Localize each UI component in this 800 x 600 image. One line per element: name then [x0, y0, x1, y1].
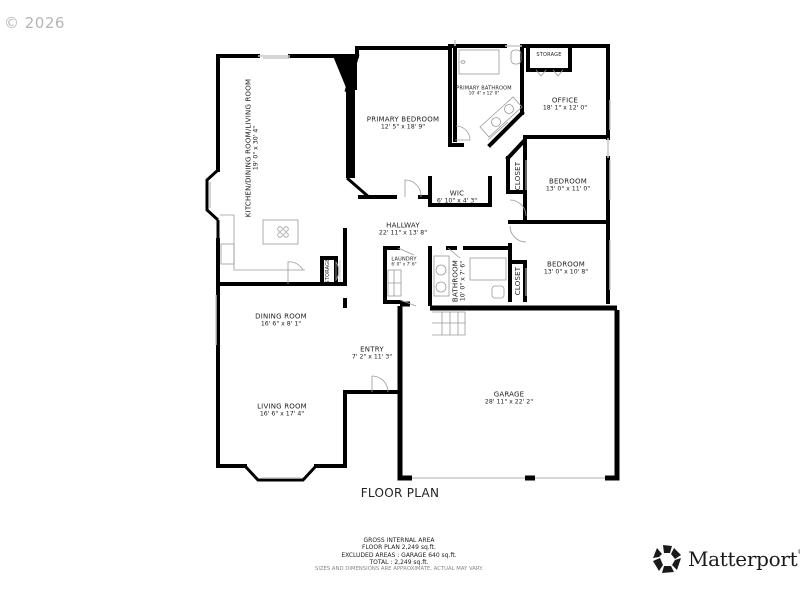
room-label-dining-room: DINING ROOM 16' 6" x 8' 1" — [255, 312, 307, 328]
room-label-garage: GARAGE 28' 11" x 22' 2" — [484, 390, 534, 406]
room-label-laundry: LAUNDRY 6' 0" x 7' 6" — [391, 256, 417, 268]
copyright-notice: © 2026 — [4, 14, 65, 32]
room-label-bathroom: BATHROOM 10' 0" x 7' 6" — [451, 259, 467, 303]
kitchen-fixtures — [220, 214, 305, 284]
room-label-office: OFFICE 18' 1" x 12' 0" — [542, 96, 588, 112]
room-label-primary-bathroom: PRIMARY BATHROOM 10' 4" x 12' 0" — [456, 85, 512, 97]
area-excluded: EXCLUDED AREAS : GARAGE 640 sq.ft. — [341, 551, 457, 559]
area-total: TOTAL : 2,249 sq.ft. — [369, 558, 429, 566]
bay-window-living — [243, 464, 318, 482]
area-floor-plan: FLOOR PLAN 2,249 sq.ft. — [362, 544, 436, 552]
room-label-bedroom-1: BEDROOM 13' 0" x 11' 0" — [545, 177, 591, 193]
doors — [335, 121, 527, 393]
matterport-mark-icon — [653, 545, 681, 573]
room-label-bedroom-2: BEDROOM 13' 0" x 10' 8" — [543, 260, 589, 276]
room-label-primary-bedroom: PRIMARY BEDROOM 12' 5" x 18' 9" — [366, 115, 440, 131]
room-label-closet-2: CLOSET — [513, 266, 522, 296]
plan-title: FLOOR PLAN — [360, 486, 440, 500]
bath-fixtures — [387, 49, 564, 336]
area-summary: GROSS INTERNAL AREA FLOOR PLAN 2,249 sq.… — [315, 537, 483, 573]
room-label-entry: ENTRY 7' 2" x 11' 3" — [351, 345, 393, 361]
matterport-wordmark: Matterport® — [688, 547, 800, 571]
room-label-storage: STORAGE — [536, 52, 562, 59]
room-label-wic: WIC 6' 10" x 4' 3" — [436, 189, 478, 205]
room-label-living-room: LIVING ROOM 16' 6" x 17' 4" — [257, 402, 307, 418]
room-label-storage-small: STORAGE — [325, 258, 332, 284]
wall-corner-fill — [333, 56, 357, 90]
room-label-kitchen-dining-living: KITCHEN/DINING ROOM/LIVING ROOM 19' 0" x… — [244, 78, 260, 218]
area-disclaimer: SIZES AND DIMENSIONS ARE APPROXIMATE, AC… — [314, 566, 484, 573]
room-label-hallway: HALLWAY 22' 11" x 13' 8" — [378, 221, 428, 237]
matterport-logo: Matterport® — [652, 544, 800, 574]
wall-column — [346, 88, 355, 178]
area-heading: GROSS INTERNAL AREA — [363, 537, 435, 544]
room-label-closet-1: CLOSET — [513, 161, 522, 191]
bay-window-kitchen — [205, 168, 220, 240]
garage-walls — [397, 301, 620, 481]
